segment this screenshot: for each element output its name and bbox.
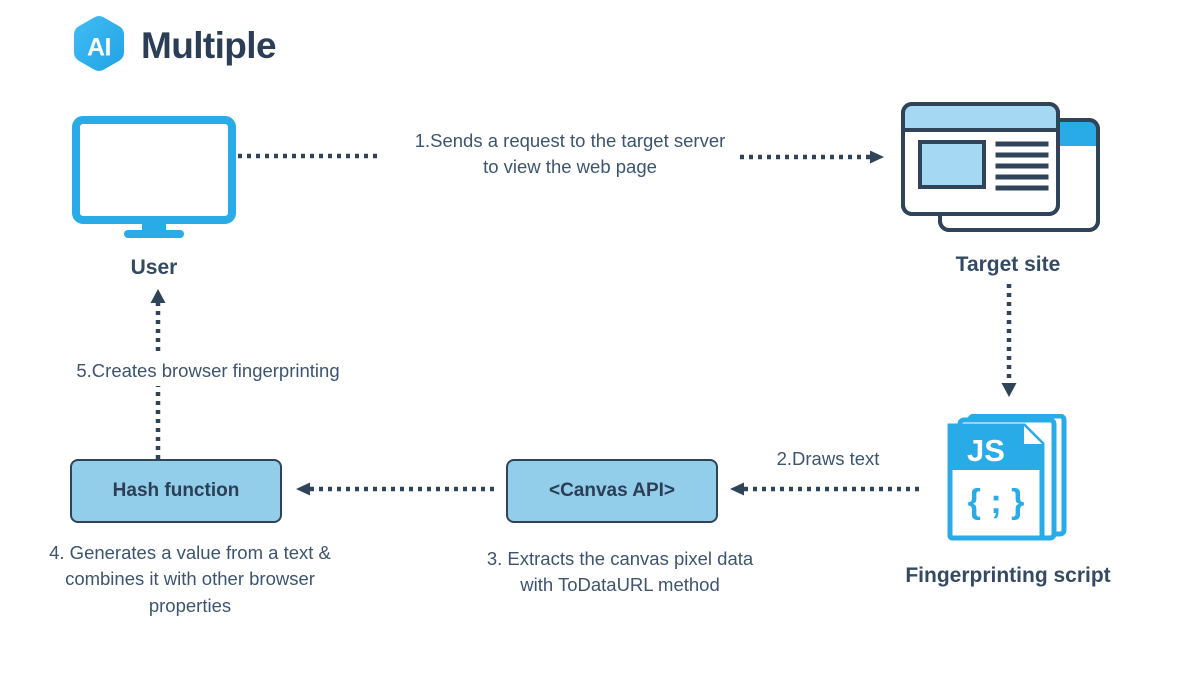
fingerprinting-script-label: Fingerprinting script (905, 564, 1111, 587)
step3-line2: with ToDataURL method (520, 574, 720, 596)
step4-line1: 4. Generates a value from a text & (49, 542, 331, 563)
connector-caption-to-target-site (740, 150, 890, 164)
brand-logo: AI Multiple (68, 14, 277, 76)
svg-text:AI: AI (87, 34, 111, 62)
connector-hash-to-user (148, 287, 168, 459)
js-file-icon: JS { ; } (946, 413, 1068, 542)
connector-script-to-canvas (728, 482, 924, 496)
user-label: User (130, 256, 178, 279)
canvas-api-box[interactable]: <Canvas API> (506, 459, 718, 523)
brand-wordmark: Multiple (141, 24, 277, 66)
ai-hexagon-icon: AI (68, 14, 130, 76)
connector-user-to-caption (238, 150, 384, 162)
step4-line2: combines it with other browser (65, 568, 315, 590)
connector-target-site-to-script (999, 284, 1019, 402)
hash-function-box[interactable]: Hash function (70, 459, 282, 523)
step3-line1: 3. Extracts the canvas pixel data (486, 548, 754, 569)
step4-caption: 4. Generates a value from a text & combi… (22, 540, 358, 619)
step4-line3: properties (148, 594, 232, 616)
monitor-icon (72, 116, 236, 240)
target-site-label: Target site (955, 253, 1061, 276)
step2-caption: 2.Draws text (740, 446, 916, 472)
step5-caption: 5.Creates browser fingerprinting (40, 356, 376, 387)
connector-canvas-to-hash (294, 482, 494, 496)
step5-line1: 5.Creates browser fingerprinting (76, 360, 340, 381)
step3-caption: 3. Extracts the canvas pixel data with T… (440, 546, 800, 599)
step1-line2: to view the web page (483, 156, 657, 178)
step1-caption: 1.Sends a request to the target server t… (388, 128, 752, 181)
step2-line1: 2.Draws text (776, 448, 880, 469)
browser-windows-icon (898, 100, 1103, 240)
svg-text:JS: JS (967, 433, 1005, 468)
step1-line1: 1.Sends a request to the target server (414, 130, 726, 151)
svg-text:{ ; }: { ; } (968, 483, 1025, 521)
